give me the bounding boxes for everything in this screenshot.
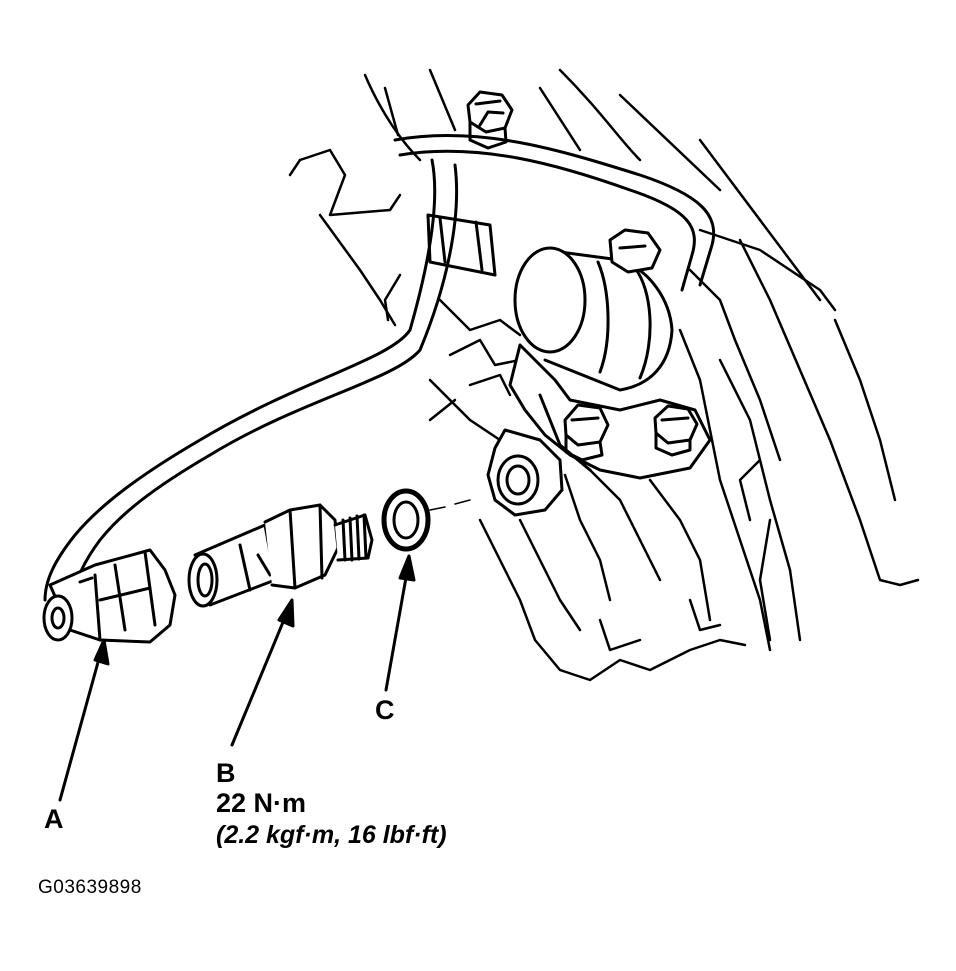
oil-pressure-switch-b <box>187 503 374 608</box>
plate-bolt-left <box>563 403 610 462</box>
sealing-washer-c <box>381 488 431 552</box>
top-bolt <box>466 90 514 150</box>
connector-a <box>42 548 177 644</box>
engine-block <box>288 68 920 682</box>
alignment-centerline <box>429 499 471 511</box>
mounting-plate <box>508 343 712 480</box>
plate-bolt-right <box>653 404 699 457</box>
leader-arrow-c <box>384 554 416 692</box>
threaded-port <box>486 428 564 517</box>
leader-arrow-b <box>230 598 295 747</box>
label-b: B <box>216 758 236 788</box>
torque-value: 22 N·m <box>216 788 307 818</box>
wire-clamp <box>426 213 497 277</box>
figure-id: G03639898 <box>38 877 142 898</box>
label-a: A <box>44 804 64 834</box>
oil-line-tube <box>393 134 716 292</box>
leader-arrow-a <box>58 638 110 802</box>
torque-alt-units: (2.2 kgf·m, 16 lbf·ft) <box>216 821 447 849</box>
label-c: C <box>375 695 395 725</box>
solenoid-body <box>513 246 674 392</box>
solenoid-nut <box>608 228 662 274</box>
wire-harness <box>43 158 459 602</box>
